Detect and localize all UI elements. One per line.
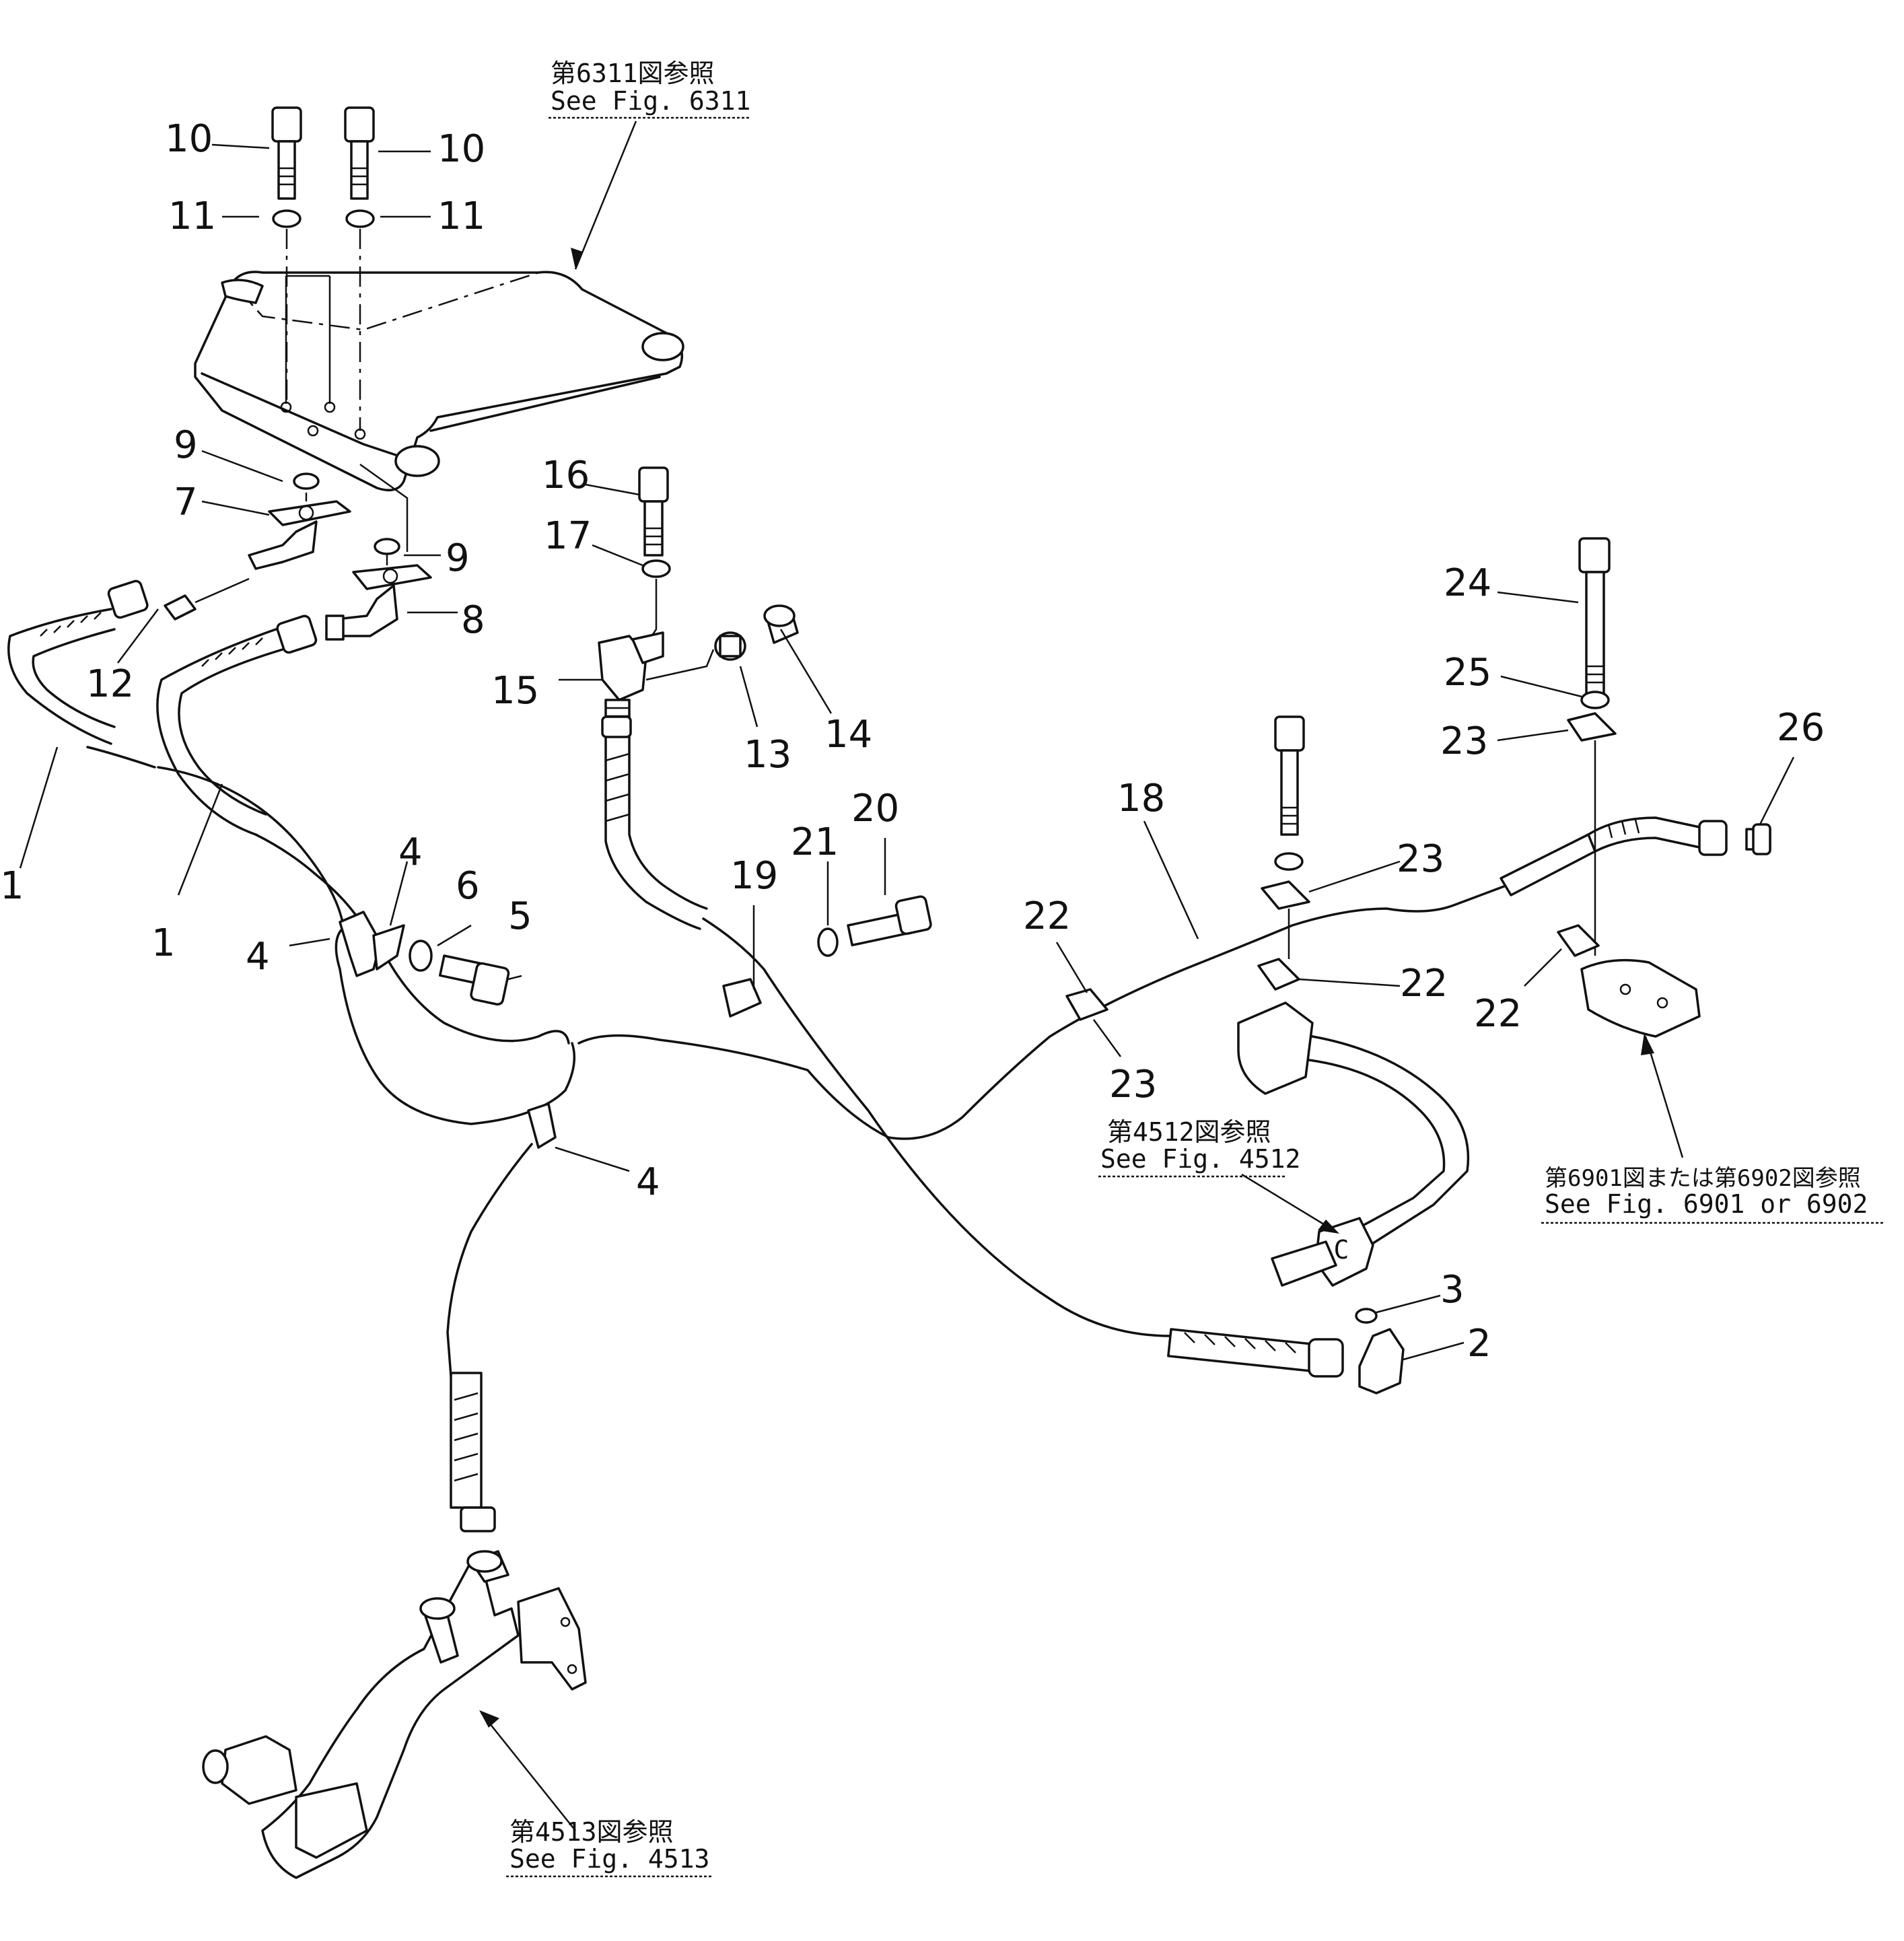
oring-9-right: [374, 538, 400, 555]
manifold-4513: [202, 1550, 587, 1879]
oring-9-left: [293, 472, 320, 490]
label-15: 15: [491, 669, 539, 713]
ref-6901: 第6901図または第6902図参照 See Fig. 6901 or 6902: [1541, 1165, 1884, 1224]
ref-6311: 第6311図参照 See Fig. 6311: [549, 59, 750, 119]
label-23b: 23: [1397, 837, 1444, 881]
ref-6901-jp: 第6901図または第6902図参照: [1545, 1165, 1861, 1192]
oring-3: [1355, 1308, 1378, 1324]
clamp-4-lower: [527, 1102, 557, 1149]
tube-main-loop: [334, 884, 1509, 1378]
elbow-bracket-4512: [1237, 1001, 1470, 1287]
label-13: 13: [744, 733, 791, 777]
label-2: 2: [1467, 1322, 1491, 1366]
flange-elbow-8: [325, 564, 432, 641]
label-4a: 4: [246, 935, 270, 979]
label-12: 12: [86, 662, 134, 706]
ref-4512: 第4512図参照 See Fig. 4512: [1098, 1117, 1300, 1178]
hose-vertical-lower: [450, 1372, 496, 1532]
flange-elbow-7: [248, 500, 351, 570]
label-9a: 9: [174, 423, 198, 467]
label-19: 19: [730, 854, 778, 898]
clip-22-left: [1065, 988, 1108, 1021]
leader-lines: [19, 143, 1795, 1361]
label-23a: 23: [1109, 1063, 1157, 1106]
union-12: [164, 594, 197, 621]
ref-4513-en: See Fig. 4513: [509, 1844, 709, 1874]
bracket-6901: [1580, 958, 1701, 1038]
ref-arrows: [479, 120, 1684, 1831]
label-25: 25: [1444, 651, 1491, 695]
label-10a: 10: [165, 117, 213, 161]
label-14: 14: [824, 713, 872, 756]
ref-6311-en: See Fig. 6311: [551, 86, 750, 116]
label-22c: 22: [1474, 992, 1522, 1036]
bolt-20: [847, 895, 932, 947]
ref-4513-jp: 第4513図参照: [509, 1817, 674, 1847]
cap-14: [763, 604, 799, 644]
washer-middle: [1274, 852, 1304, 871]
ref-4512-en: See Fig. 4512: [1100, 1144, 1300, 1174]
label-24: 24: [1444, 561, 1491, 605]
clamp-19: [722, 978, 762, 1018]
ref-6901-en: See Fig. 6901 or 6902: [1545, 1189, 1868, 1219]
label-7: 7: [174, 481, 198, 524]
washer-21: [817, 927, 839, 957]
label-26: 26: [1777, 706, 1825, 750]
clip-22-right: [1557, 924, 1600, 957]
label-22b: 22: [1400, 962, 1448, 1005]
clip-23-upper-right: [1567, 712, 1617, 742]
callouts: 10 10 11 11 9 7 9 8 12 1 1 4 4 6 5 4 16 …: [0, 117, 1825, 1366]
label-6: 6: [456, 864, 480, 908]
label-11b: 11: [437, 195, 485, 238]
label-5: 5: [508, 894, 532, 938]
plug-26: [1745, 823, 1771, 855]
washer-6: [409, 940, 433, 972]
fitting-15: [598, 631, 664, 738]
label-3: 3: [1440, 1268, 1465, 1312]
clip-22-middle: [1257, 958, 1300, 991]
ref-4512-jp: 第4512図参照: [1107, 1117, 1271, 1147]
label-1a: 1: [0, 864, 24, 908]
washer-25: [1580, 691, 1610, 709]
label-18: 18: [1117, 777, 1165, 820]
connector-mark: C: [1334, 1235, 1349, 1265]
bolt-5: [439, 954, 510, 1006]
washer-17: [641, 559, 671, 578]
label-21: 21: [791, 820, 839, 864]
label-4b: 4: [398, 831, 423, 874]
label-22a: 22: [1023, 894, 1071, 938]
label-23c: 23: [1440, 719, 1488, 763]
clip-23-middle: [1261, 880, 1310, 910]
clamp-4-upper: [339, 911, 405, 977]
bolt-10-right: [344, 106, 375, 200]
bolt-16: [638, 466, 669, 557]
bolt-10-left: [271, 106, 302, 200]
plug-13: [714, 631, 746, 661]
label-20: 20: [851, 787, 899, 831]
hose-to-connector-2: [604, 736, 1344, 1378]
label-10b: 10: [437, 127, 485, 171]
label-4c: 4: [636, 1160, 660, 1204]
bolt-middle: [1274, 715, 1305, 836]
label-11a: 11: [168, 195, 216, 238]
washer-11-right: [345, 209, 375, 228]
label-17: 17: [544, 514, 592, 558]
elbow-2: [1358, 1328, 1405, 1395]
label-8: 8: [461, 598, 485, 642]
label-9b: 9: [446, 536, 470, 580]
ref-4513: 第4513図参照 See Fig. 4513: [506, 1817, 713, 1878]
ref-6311-jp: 第6311図参照: [551, 59, 715, 88]
washer-11-left: [272, 209, 302, 228]
bolt-24: [1578, 537, 1611, 695]
label-1b: 1: [151, 921, 176, 965]
cooler-plate: [194, 271, 684, 492]
label-16: 16: [542, 454, 590, 497]
hose-1-left: [7, 579, 345, 927]
tube-18: [1500, 816, 1728, 896]
